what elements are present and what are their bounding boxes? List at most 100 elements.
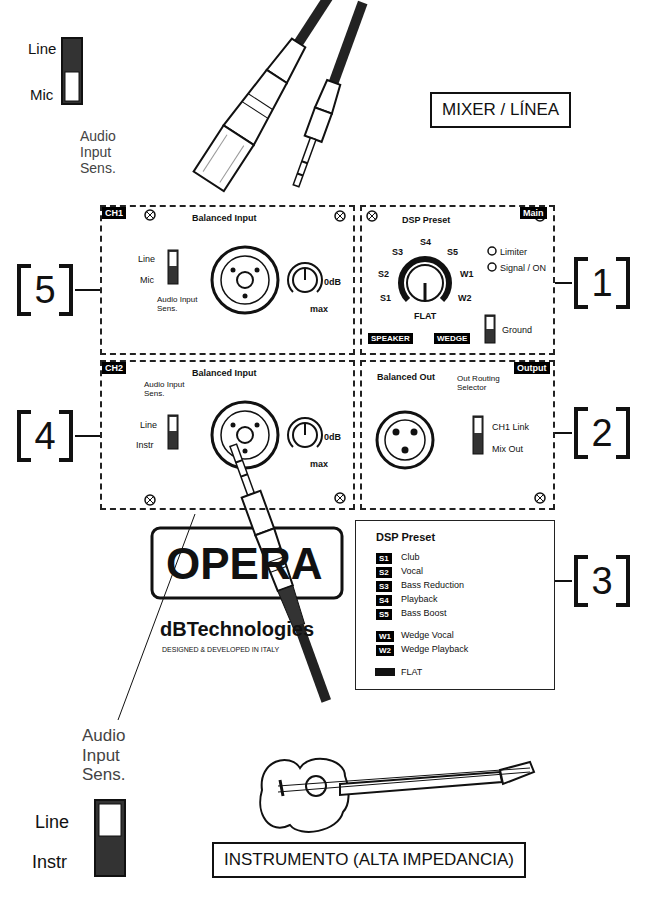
node-text: Club [401,552,420,562]
node-text: S5 [376,609,392,620]
node-text: Mic [140,275,154,285]
main-panel: MainDSP PresetS4S3S5S2W1S1W2FLATSPEAKERW… [360,205,555,355]
node-text: Signal / ON [500,263,546,273]
node-text: DESIGNED & DEVELOPED IN ITALY [162,646,279,654]
switch-slider [170,417,177,431]
routing-switch [473,416,483,454]
callout-number: 4 [15,408,75,464]
node-text: Out Routing Selector [457,374,519,392]
switch-slider [170,252,177,266]
node-text: DSP Preset [402,215,450,225]
node-text: Line [140,420,157,430]
bracket-outline [19,412,71,460]
node-text: CH2 [102,362,126,374]
switch-symbol [62,38,82,104]
switch-label: Audio Input Sens. [80,128,138,176]
screw-symbol [145,495,155,505]
switch-symbol [168,415,178,449]
switch-symbol [168,250,178,284]
node-text: S4 [420,237,431,247]
switch-label: Line [35,812,69,833]
brand-logo: OPERAdBTechnologiesDESIGNED & DEVELOPED … [150,525,345,660]
preset-table: DSP PresetS1 ClubS2 VocalS3 Bass ReductionS… [355,520,555,690]
output-panel: OutputBalanced Out Out Routing SelectorCH… [360,360,555,510]
switch-slider [475,418,482,433]
switch-label: Mic [30,86,53,103]
led [488,247,496,255]
screw-symbol [145,210,155,220]
bracket-outline [576,557,628,605]
node-text: max [310,459,328,469]
node-text: Bass Boost [401,608,447,618]
node-text: S2 [378,269,389,279]
node-text: S3 [392,247,403,257]
bracket-outline [576,259,628,307]
xlr-output [377,412,433,468]
screw-symbol [367,211,377,221]
node-text: W2 [376,645,394,656]
node-text: 0dB [324,432,341,442]
switch-slider [487,317,494,329]
node-text: S1 [380,293,391,303]
node-text: Balanced Input [192,368,257,378]
node-text: Instr [136,440,154,450]
leader-line [75,435,100,437]
node-text: W2 [458,293,472,303]
node-text: Bass Reduction [401,580,464,590]
leader-line [555,282,572,284]
node-text: Balanced Input [192,213,257,223]
node-text: FLAT [414,311,436,321]
gain-knob [288,263,322,292]
node-text: 0dB [324,277,341,287]
screw-symbol [335,211,345,221]
node-text: dBTechnologies [160,618,314,641]
node-text: W1 [460,269,474,279]
node-text: Balanced Out [377,372,435,382]
switch-label: Audio Input Sens. [82,726,144,785]
switch-slider [65,72,79,101]
node-text: S2 [376,567,392,578]
node-text: CH1 [102,207,126,219]
node-text: S5 [447,247,458,257]
combo-jack [212,247,278,313]
callout-number: 1 [591,262,612,305]
node-text: Wedge Playback [401,644,468,654]
node-text: DSP Preset [376,531,435,544]
callout-number: 3 [591,560,612,603]
callout-number: 5 [34,269,55,312]
node-text: Playback [401,594,438,604]
node-text: Ground [502,325,532,335]
node-text: S3 [376,581,392,592]
node-text: MIXER / LÍNEA [442,100,559,119]
node-text: Vocal [401,566,423,576]
input-panel: CH2Balanced InputAudio Input Sens. LineIn… [100,360,355,510]
switch-label: Line [28,40,56,57]
switch-slider [99,804,121,836]
xlr-plug [194,0,358,191]
leader-line [75,289,100,291]
callout-number: 1 [572,255,632,311]
node-text: S1 [376,553,392,564]
input-panel: CH1Balanced InputLineMicAudio Input Sens… [100,205,355,355]
leader-line [555,432,572,434]
callout-number: 5 [15,262,75,318]
node-text: Wedge Vocal [401,630,454,640]
node-text: Main [520,207,547,219]
callout-number: 4 [34,415,55,458]
node-text: max [310,304,328,314]
dsp-knob [401,259,449,301]
combo-jack [212,402,278,468]
node-text: S4 [376,595,392,606]
callout-number: 3 [572,553,632,609]
led [488,263,496,271]
node-text: CH1 Link [492,422,529,432]
switch-symbol [95,800,125,876]
node-text: Output [514,362,550,374]
logo-frame [152,528,342,598]
bracket-outline [576,409,628,457]
callout-number: 2 [591,412,612,455]
node-text: Limiter [500,247,527,257]
switch-label: Instr [32,852,67,873]
node-text: Audio Input Sens. [144,380,188,398]
